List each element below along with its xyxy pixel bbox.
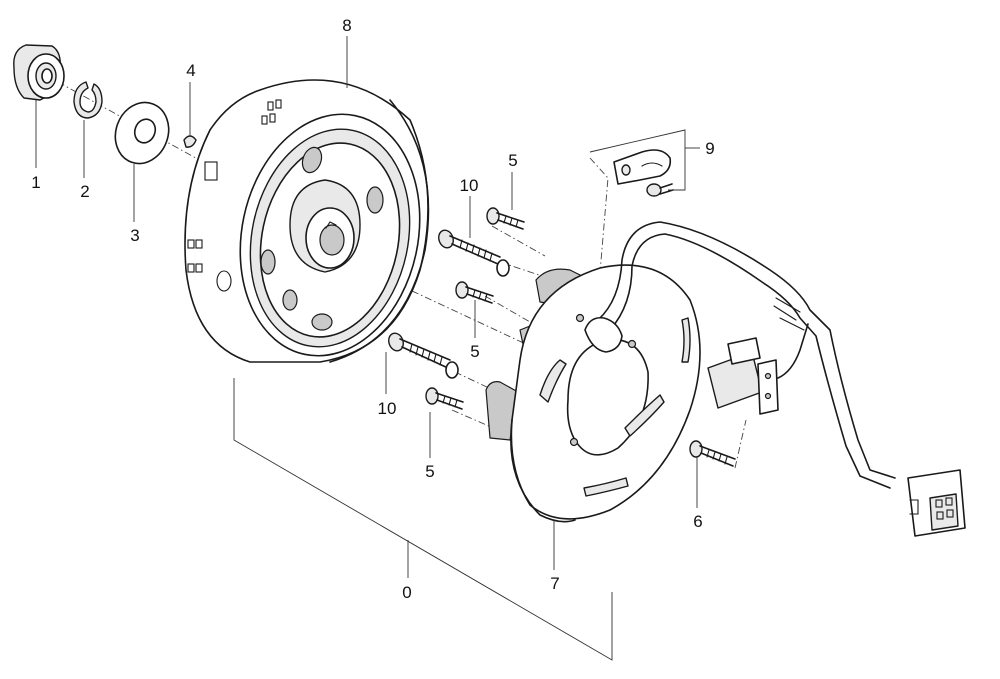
pickup-coil-part [707,323,809,415]
wire-harness-part [584,221,966,537]
callout-8: 8 [342,16,351,35]
wire-clamp-part [613,149,672,185]
callout-labels: 1 2 3 4 8 5 10 9 5 10 5 6 7 0 [31,16,714,602]
callout-10-top: 10 [460,176,479,195]
callout-5-middle: 5 [470,342,479,361]
callout-5-top: 5 [508,151,517,170]
leader-lines [35,36,700,661]
short-screw-middle [455,281,494,304]
woodruff-key-part [183,135,197,148]
flange-nut-part [13,44,65,101]
flat-washer-part [114,101,170,165]
callout-9: 9 [705,139,714,158]
long-bolt-upper [438,229,510,277]
callout-1: 1 [31,173,40,192]
lock-washer-part [73,81,103,119]
short-screw-upper [486,207,525,230]
callout-5-bottom: 5 [425,462,434,481]
callout-10-bottom: 10 [378,399,397,418]
clamp-screw-part [646,183,674,197]
callout-7: 7 [550,574,559,593]
long-bolt-lower [388,332,459,379]
pickup-screw-part [689,440,736,467]
stator-plate-part [485,264,701,523]
callout-6: 6 [693,512,702,531]
callout-3: 3 [130,226,139,245]
callout-2: 2 [80,182,89,201]
callout-0: 0 [402,583,411,602]
flywheel-rotor-part [184,79,430,363]
short-screw-lower [425,387,464,410]
callout-4: 4 [186,61,195,80]
